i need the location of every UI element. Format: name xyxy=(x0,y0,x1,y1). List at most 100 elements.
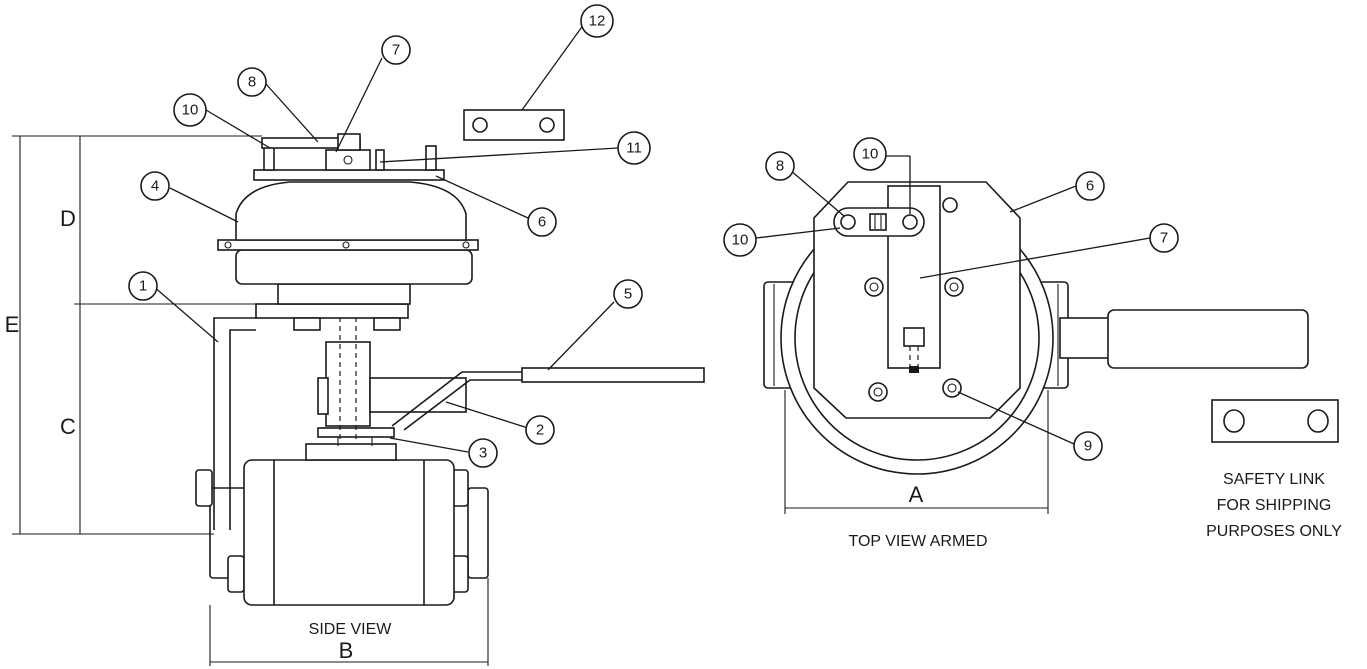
leader-4 xyxy=(169,187,239,223)
safety-link-caption-1: SAFETY LINK xyxy=(1223,471,1325,488)
safety-link-plate-side xyxy=(463,109,565,141)
side-view xyxy=(195,133,705,606)
balloon-side-3: 3 xyxy=(468,438,498,468)
leader-12 xyxy=(521,23,585,111)
svg-text:12: 12 xyxy=(589,13,606,30)
top-safety-link-hole-right xyxy=(902,214,918,230)
top-leader-8 xyxy=(789,169,845,217)
top-plate xyxy=(253,169,445,181)
bracket-nut-left xyxy=(293,317,321,331)
svg-text:10: 10 xyxy=(732,232,749,249)
mounting-bracket-inner xyxy=(229,329,256,530)
handle-arm xyxy=(391,371,524,427)
body-bolt-bottom-left xyxy=(227,555,245,593)
balloon-top-7: 7 xyxy=(1149,223,1179,253)
side-leaders xyxy=(152,23,619,453)
svg-text:3: 3 xyxy=(479,445,487,462)
balloon-side-5: 5 xyxy=(613,279,643,309)
balloon-top-10-upper: 10 xyxy=(853,137,887,171)
handle-arm-lower xyxy=(403,379,524,431)
safety-link-standalone: SAFETY LINK FOR SHIPPING PURPOSES ONLY xyxy=(1206,399,1342,540)
flange-bolt-center xyxy=(342,241,350,249)
bolt-bottom-right xyxy=(942,378,962,398)
body-bolt-top-left xyxy=(195,469,213,507)
balloon-side-12: 12 xyxy=(580,4,614,38)
top-handle-neck xyxy=(1059,317,1111,359)
svg-text:4: 4 xyxy=(151,178,159,195)
bolt-top-left-inner xyxy=(869,282,879,292)
leader-7 xyxy=(335,57,383,153)
top-link-clip xyxy=(869,213,887,231)
balloon-side-8: 8 xyxy=(237,67,267,97)
mounting-bracket-outer xyxy=(213,317,256,530)
leader-10 xyxy=(205,109,271,149)
coupling-left-lug xyxy=(317,377,329,415)
valve-body xyxy=(243,459,455,606)
bonnet-block xyxy=(305,443,397,461)
balloon-side-10: 10 xyxy=(173,93,207,127)
balloon-top-10-left: 10 xyxy=(723,223,757,257)
safety-link-caption-3: PURPOSES ONLY xyxy=(1206,523,1342,540)
stem-coupling xyxy=(325,341,371,427)
bolt-bottom-left xyxy=(868,382,888,402)
top-leader-9 xyxy=(957,391,1075,445)
balloon-side-4: 4 xyxy=(140,171,170,201)
safety-link-caption-2: FOR SHIPPING xyxy=(1217,497,1332,514)
safety-link-plate-hole-left xyxy=(1223,409,1245,433)
svg-text:8: 8 xyxy=(248,74,256,91)
balloon-top-6: 6 xyxy=(1075,171,1105,201)
leader-6 xyxy=(435,175,529,219)
svg-text:10: 10 xyxy=(182,102,199,119)
safety-link-plate-hole-right xyxy=(1307,409,1329,433)
svg-text:7: 7 xyxy=(392,42,400,59)
leader-8 xyxy=(265,83,319,143)
latch-pin xyxy=(343,155,353,165)
handle-grip xyxy=(521,367,705,383)
leader-2 xyxy=(445,401,529,429)
svg-text:5: 5 xyxy=(624,286,632,303)
leader-5 xyxy=(547,301,615,371)
actuator-dome xyxy=(235,181,467,241)
bolt-bottom-left-inner xyxy=(873,387,883,397)
top-stud-mid xyxy=(375,149,385,171)
safety-link-side xyxy=(463,109,565,141)
leader-1 xyxy=(152,285,219,343)
safety-link-plate xyxy=(1211,399,1339,443)
svg-text:1: 1 xyxy=(139,278,147,295)
svg-text:6: 6 xyxy=(1086,178,1094,195)
top-handle-grip xyxy=(1107,309,1309,369)
top-view-label: TOP VIEW ARMED xyxy=(849,533,988,550)
svg-text:9: 9 xyxy=(1084,438,1092,455)
latch-trigger xyxy=(903,327,925,347)
top-leader-10-left xyxy=(755,227,841,239)
actuator-base xyxy=(277,283,411,305)
svg-text:7: 7 xyxy=(1160,230,1168,247)
balloon-side-1: 1 xyxy=(128,271,158,301)
bracket-nut-right xyxy=(373,317,401,331)
leader-11 xyxy=(379,147,619,163)
top-plate-hole xyxy=(942,197,958,213)
svg-text:6: 6 xyxy=(538,214,546,231)
top-dimensions: A TOP VIEW ARMED xyxy=(784,390,1049,550)
right-end-connector xyxy=(467,487,489,579)
balloon-side-7: 7 xyxy=(381,35,411,65)
top-leader-7 xyxy=(919,237,1151,279)
leader-3 xyxy=(389,437,469,453)
balloon-side-2: 2 xyxy=(525,415,555,445)
flange-bolt-left xyxy=(224,241,232,249)
safety-link-hole-right xyxy=(539,117,555,133)
svg-text:11: 11 xyxy=(626,140,642,157)
dim-b-label: B xyxy=(339,638,354,663)
flange-bolt-right xyxy=(462,241,470,249)
top-leaders xyxy=(755,155,1151,445)
dim-a-label: A xyxy=(909,482,924,507)
bracket-top-plate xyxy=(255,303,409,319)
svg-text:10: 10 xyxy=(862,146,879,163)
side-view-label: SIDE VIEW xyxy=(309,621,393,638)
side-dimensions: E D C B SIDE VIEW xyxy=(5,135,489,666)
bolt-top-left xyxy=(864,277,884,297)
balloon-side-11: 11 xyxy=(617,131,651,165)
top-view xyxy=(763,181,1309,475)
svg-text:8: 8 xyxy=(776,158,784,175)
